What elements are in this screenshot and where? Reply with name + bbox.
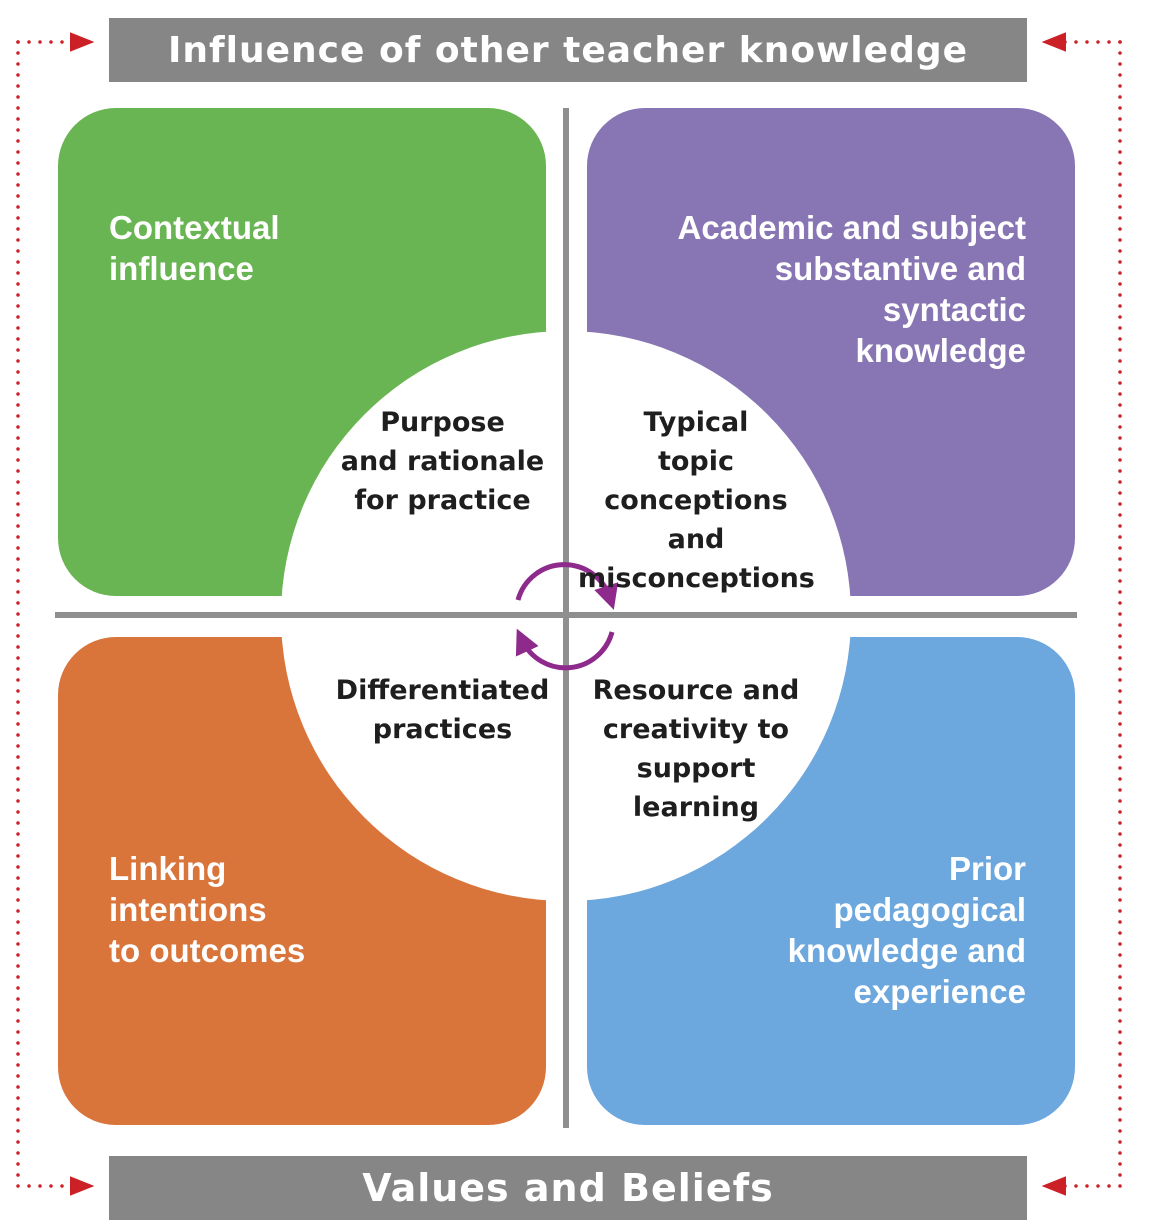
cycle-arrow-top bbox=[515, 562, 619, 610]
center-top-right-label: Typical topic conceptions and misconcept… bbox=[578, 407, 815, 594]
quadrant-bottom-right-label: Prior pedagogical knowledge and experien… bbox=[787, 850, 1026, 1010]
bottom-banner-bg bbox=[109, 1156, 1027, 1220]
quadrant-top-left-label: Contextual influence bbox=[109, 209, 280, 287]
center-bottom-left-label: Differentiated practices bbox=[335, 675, 550, 745]
top-banner-bg bbox=[109, 18, 1027, 82]
center-bottom-right-label: Resource and creativity to support learn… bbox=[592, 675, 800, 823]
quadrant-bottom-left-label: Linking intentions to outcomes bbox=[109, 850, 306, 969]
bottom-banner: Values and Beliefs bbox=[362, 1166, 774, 1210]
cycle-arrow-bottom bbox=[515, 628, 615, 671]
top-banner: Influence of other teacher knowledge bbox=[167, 29, 969, 71]
horizontal-divider bbox=[55, 612, 1077, 618]
dotted-feedback-border bbox=[16, 32, 1122, 1196]
quadrant-top-right-label: Academic and subject substantive and syn… bbox=[677, 209, 1026, 369]
center-top-left-label: Purpose and rationale for practice bbox=[340, 407, 545, 516]
